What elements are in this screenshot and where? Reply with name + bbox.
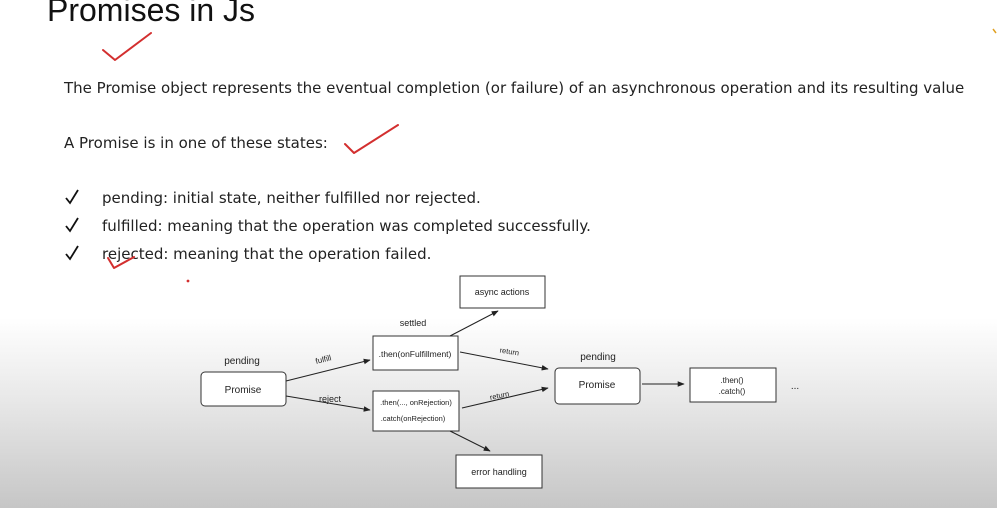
right-promise-box [554,367,641,405]
error-handling-text: error handling [471,467,527,477]
checkmark-icon [65,217,79,233]
settled-label: settled [400,318,427,328]
left-promise-text: Promise [225,385,262,396]
async-arrow [449,310,499,337]
state-label: pending: initial state, neither fulfille… [102,189,481,207]
states-heading: A Promise is in one of these states: [64,134,328,152]
fulfill-label: fulfill [315,353,333,366]
intro-text: The Promise object represents the eventu… [64,79,965,97]
then-rejected-line2: .catch(onRejection) [381,414,446,423]
return-top-label: return [499,346,520,358]
left-promise-box [200,371,287,407]
checkmark-icon [65,245,79,261]
checkmark-icon [65,189,79,205]
error-arrow [449,430,491,452]
right-pending-label: pending [580,352,616,363]
chain-box [689,367,777,403]
reject-arrow [285,395,371,412]
return-bottom-label: return [489,389,510,402]
then-fulfilled-text: .then(onFulfillment) [379,349,452,359]
reject-label: reject [319,394,342,404]
then-rejected-box [372,390,460,432]
chain-line2: .catch() [719,387,746,396]
async-actions-box [459,275,546,309]
return-bottom-arrow [461,386,549,409]
chain-ellipsis: ... [791,381,799,392]
state-label: rejected: meaning that the operation fai… [102,245,432,263]
error-handling-box [455,454,543,489]
fulfill-arrow [285,358,371,382]
chain-line1: .then() [720,376,743,385]
return-top-arrow [459,351,549,371]
then-rejected-line1: .then(..., onRejection) [380,398,452,407]
right-promise-text: Promise [579,380,616,391]
async-actions-text: async actions [475,287,530,297]
then-fulfilled-box [372,335,459,371]
state-label: fulfilled: meaning that the operation wa… [102,217,591,235]
slide-title: Promises in Js [47,0,256,28]
left-pending-label: pending [224,356,260,367]
